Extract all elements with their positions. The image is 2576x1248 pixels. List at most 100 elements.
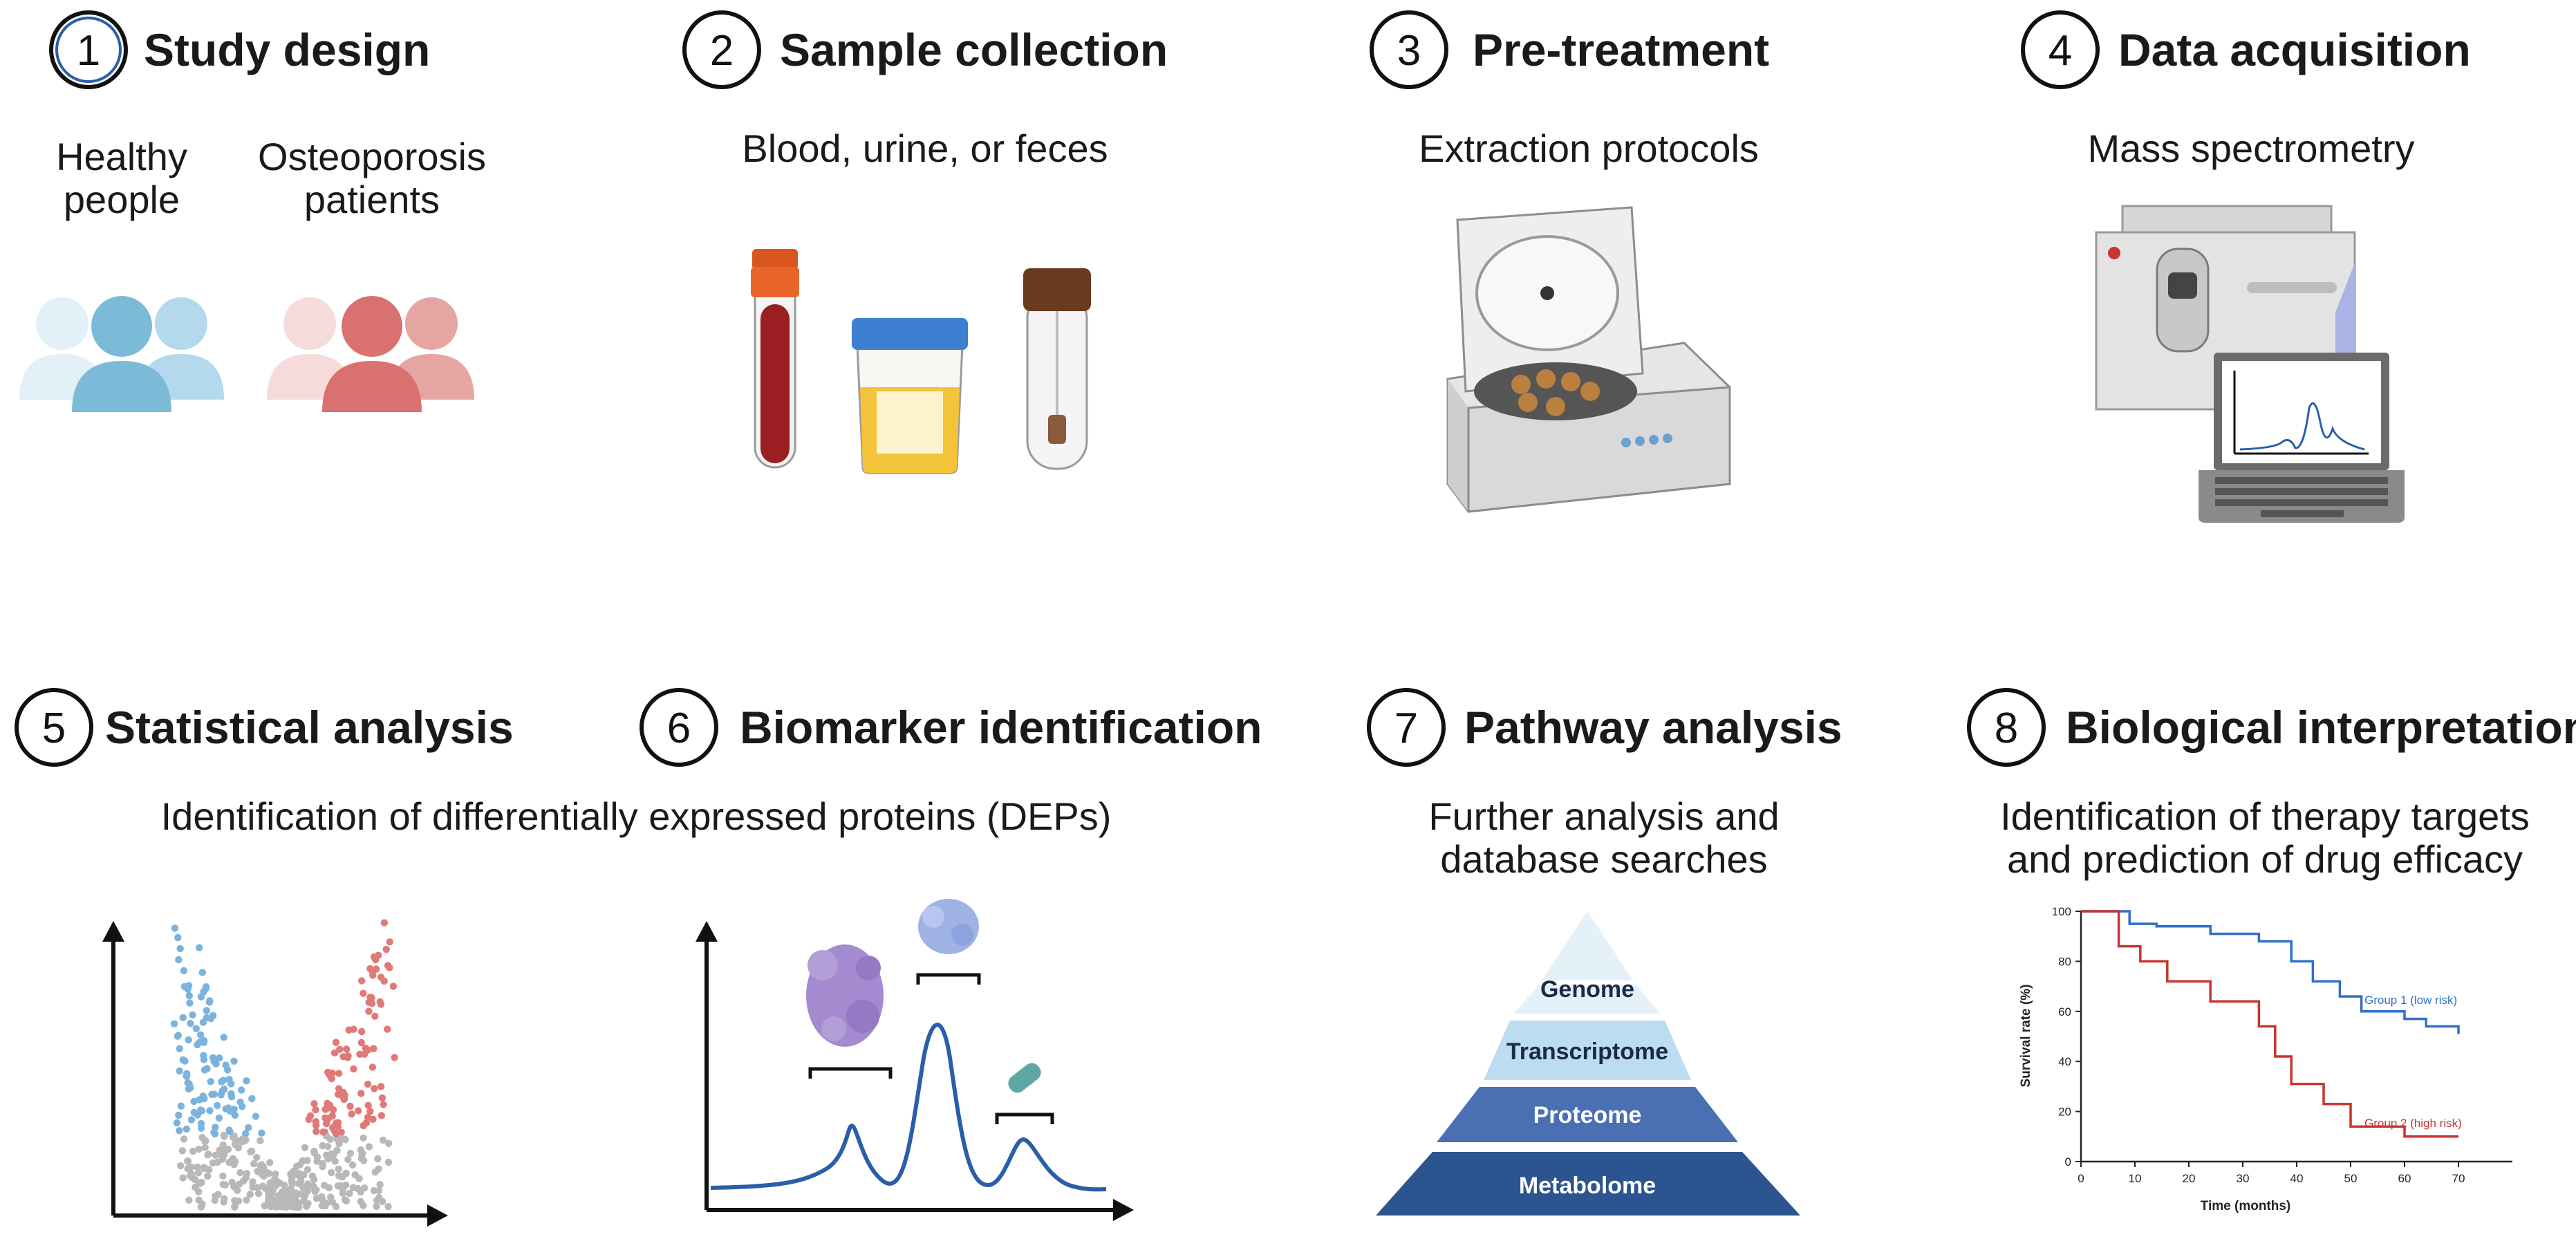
volcano-point [294, 1171, 301, 1179]
chromatogram-trace [710, 1023, 1107, 1192]
volcano-point [203, 1007, 210, 1014]
step-2-header: 2 Sample collection [682, 10, 1168, 89]
volcano-point [339, 1186, 346, 1194]
volcano-point [187, 1020, 194, 1027]
volcano-point [186, 999, 194, 1007]
volcano-point [176, 1067, 183, 1075]
step-2-title: Sample collection [780, 24, 1168, 75]
healthy-people-icon [19, 296, 224, 412]
volcano-point [375, 951, 382, 959]
volcano-point [379, 1198, 386, 1206]
volcano-point [231, 1157, 239, 1166]
volcano-point [258, 1129, 265, 1137]
volcano-point [384, 962, 392, 969]
volcano-plot [102, 919, 448, 1227]
volcano-point [192, 1025, 200, 1032]
volcano-point [373, 1196, 381, 1204]
step-1-number: 1 [77, 27, 100, 75]
volcano-point [360, 1121, 367, 1130]
volcano-point [178, 1147, 187, 1155]
volcano-point [377, 1083, 385, 1090]
volcano-point [308, 1172, 317, 1180]
volcano-point [360, 1134, 367, 1142]
volcano-point [346, 1102, 354, 1110]
volcano-point [324, 1142, 332, 1151]
volcano-point [239, 1177, 248, 1185]
volcano-point [287, 1170, 295, 1178]
step-8-header: 8 Biological interpretation [1967, 688, 2576, 767]
volcano-point [231, 1111, 239, 1119]
legend-group-2: Group 2 (high risk) [2364, 1117, 2462, 1130]
volcano-point [186, 1172, 194, 1180]
volcano-point [253, 1153, 261, 1162]
volcano-point [220, 1034, 227, 1041]
survival-line-group-1 [2081, 910, 2460, 1034]
volcano-point [344, 1155, 352, 1164]
volcano-point [225, 1158, 233, 1166]
volcano-point [380, 919, 389, 926]
volcano-point [256, 1137, 264, 1144]
volcano-point [214, 1101, 221, 1110]
volcano-point [389, 982, 398, 990]
step-7-header: 7 Pathway analysis [1367, 688, 1842, 767]
volcano-point [342, 1169, 350, 1177]
volcano-point [373, 1202, 380, 1211]
feces-tube-icon [1023, 268, 1091, 470]
step-8-number: 8 [1995, 705, 2018, 752]
step-8-subtitle-line2: and prediction of drug efficacy [2007, 837, 2523, 881]
centrifuge-icon [1446, 206, 1731, 513]
volcano-point [248, 1147, 256, 1155]
volcano-point [194, 1169, 203, 1177]
volcano-point [272, 1202, 281, 1210]
volcano-point [386, 938, 393, 946]
survival-xlabel: Time (months) [2201, 1199, 2291, 1213]
volcano-point [239, 1103, 246, 1110]
volcano-point [335, 1172, 343, 1180]
volcano-point [366, 965, 374, 973]
volcano-point [185, 1036, 192, 1044]
volcano-point [249, 1178, 256, 1186]
volcano-point [364, 1101, 372, 1110]
volcano-point [310, 1148, 318, 1155]
volcano-point [328, 1168, 335, 1177]
volcano-point [334, 1119, 342, 1127]
volcano-point [254, 1190, 263, 1198]
volcano-point [348, 1110, 355, 1118]
volcano-point [198, 1200, 206, 1208]
volcano-point [196, 944, 203, 951]
volcano-point [202, 1137, 209, 1145]
volcano-point [328, 1198, 336, 1206]
volcano-point [366, 994, 374, 1001]
volcano-point [171, 924, 179, 932]
volcano-point [241, 1130, 250, 1137]
step-4-subtitle: Mass spectrometry [2088, 127, 2415, 170]
volcano-point [218, 1078, 225, 1086]
volcano-point [272, 1179, 280, 1186]
volcano-point [351, 1171, 359, 1179]
legend-group-1: Group 1 (low risk) [2364, 994, 2457, 1007]
step-7-subtitle-line1: Further analysis and [1428, 794, 1779, 838]
volcano-point [200, 1095, 208, 1103]
volcano-point [318, 1193, 326, 1201]
survival-x-tick-label: 10 [2129, 1172, 2142, 1185]
survival-x-tick-label: 30 [2237, 1172, 2250, 1185]
volcano-point [357, 1090, 365, 1097]
volcano-point [303, 1202, 310, 1211]
volcano-point [365, 1007, 373, 1015]
step-3-title: Pre-treatment [1473, 24, 1769, 75]
survival-y-tick-label: 60 [2058, 1005, 2071, 1018]
volcano-point [364, 1113, 372, 1121]
volcano-point [221, 1086, 228, 1093]
volcano-point [177, 1102, 185, 1110]
volcano-point [195, 1145, 203, 1153]
volcano-point [321, 1114, 329, 1122]
survival-x-tick-label: 20 [2183, 1172, 2196, 1185]
volcano-point [358, 977, 366, 985]
volcano-point [205, 998, 214, 1006]
volcano-point [215, 1114, 223, 1122]
volcano-point [328, 1069, 336, 1077]
volcano-point [174, 933, 182, 942]
step-4-title: Data acquisition [2118, 24, 2471, 75]
volcano-point [343, 1045, 351, 1053]
volcano-points [170, 919, 398, 1211]
